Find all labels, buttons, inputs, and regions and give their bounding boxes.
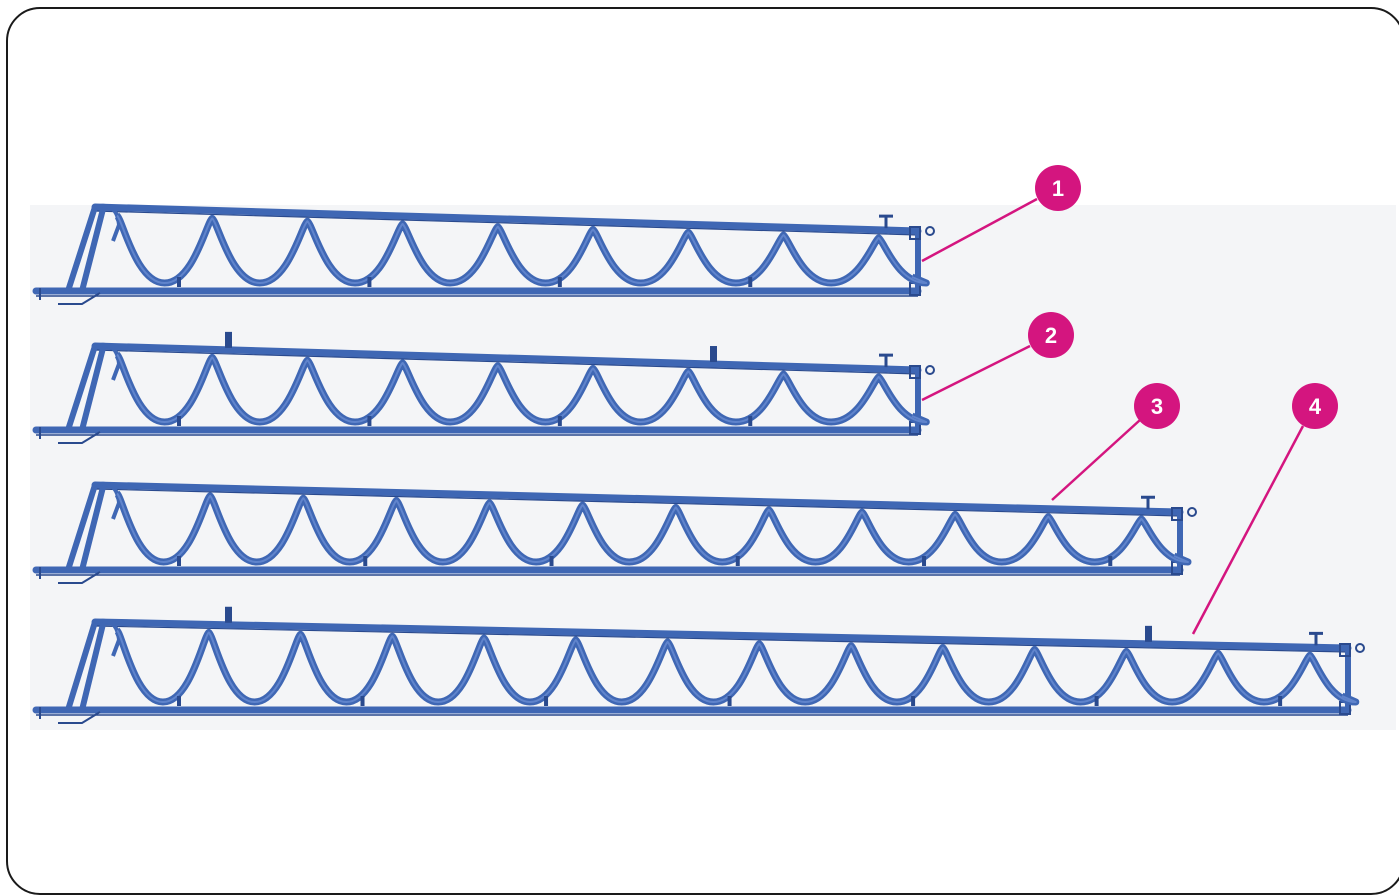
right-eye <box>1355 643 1365 653</box>
rail-stud <box>1094 696 1099 706</box>
left-end-frame <box>65 343 106 433</box>
rail-stud <box>922 556 927 566</box>
leader-line-3 <box>1051 419 1141 501</box>
top-rail <box>91 618 1352 652</box>
background-band <box>30 205 1396 730</box>
leader-line-1 <box>921 197 1038 263</box>
rail-stud <box>367 277 372 287</box>
rail-stud <box>748 277 753 287</box>
left-end-frame <box>65 204 106 294</box>
rail-stud <box>177 416 181 426</box>
rail-stud <box>1278 696 1283 706</box>
callout-1-circle <box>1035 165 1081 211</box>
rail-stud <box>367 416 372 426</box>
callout-3-circle <box>1134 383 1180 429</box>
t-bracket <box>879 214 893 229</box>
rail-stud <box>748 416 753 426</box>
callout-leaders <box>921 197 1305 635</box>
top-rail <box>91 342 922 374</box>
top-fitting <box>225 606 232 623</box>
left-end-frame <box>65 482 106 573</box>
right-eye <box>925 365 935 375</box>
foot-bracket <box>39 427 101 444</box>
right-end-cap <box>1171 507 1183 521</box>
rail-stud <box>544 696 549 706</box>
callout-3-label: 3 <box>1151 394 1163 419</box>
rail-stud <box>1108 556 1113 566</box>
top-fitting <box>225 331 232 348</box>
rail-stud <box>363 556 368 566</box>
callout-2-label: 2 <box>1045 323 1057 348</box>
top-rail-edge <box>94 210 919 236</box>
t-bracket <box>879 353 893 368</box>
foot-bracket <box>39 288 101 305</box>
right-eye <box>1187 507 1197 517</box>
right-eye <box>925 226 935 236</box>
top-fitting <box>1145 625 1152 642</box>
callout-3: 3 <box>1134 383 1180 429</box>
truss-wave-highlight <box>116 214 928 284</box>
left-end-frame <box>65 619 106 713</box>
right-end-cap <box>1339 643 1351 657</box>
callout-1: 1 <box>1035 165 1081 211</box>
callouts: 1 2 3 4 <box>1028 165 1338 429</box>
top-rail-edge <box>94 625 1349 653</box>
leader-line-2 <box>921 344 1031 402</box>
truss-wave-highlight <box>116 492 1189 563</box>
right-end-cap <box>909 365 921 379</box>
rail-stud <box>177 277 181 287</box>
top-rail <box>91 203 922 235</box>
truss-wave-highlight <box>116 353 928 423</box>
truss-section-3 <box>32 481 1197 584</box>
top-rail <box>91 481 1184 516</box>
right-end-cap <box>909 226 921 240</box>
callout-4-circle <box>1292 383 1338 429</box>
truss-sections <box>32 203 1365 724</box>
rail-stud <box>360 696 365 706</box>
callout-4-label: 4 <box>1309 394 1322 419</box>
rail-stud <box>177 556 181 566</box>
rail-stud <box>177 696 181 706</box>
truss-section-4 <box>32 606 1365 724</box>
top-rail-edge <box>94 488 1181 517</box>
callout-1-label: 1 <box>1052 176 1064 201</box>
callout-2-circle <box>1028 312 1074 358</box>
rail-stud <box>727 696 732 706</box>
rail-stud <box>557 277 562 287</box>
rail-stud <box>735 556 740 566</box>
rail-stud <box>911 696 916 706</box>
t-bracket <box>1141 495 1155 510</box>
foot-bracket <box>39 707 101 724</box>
callout-4: 4 <box>1292 383 1338 429</box>
foot-bracket <box>39 567 101 584</box>
t-bracket <box>1309 631 1323 646</box>
rail-stud <box>549 556 554 566</box>
top-rail-edge <box>94 349 919 375</box>
leader-line-4 <box>1191 425 1305 635</box>
callout-2: 2 <box>1028 312 1074 358</box>
top-fitting <box>710 346 717 363</box>
truss-section-2 <box>32 331 935 444</box>
truss-section-1 <box>32 203 935 305</box>
rail-stud <box>557 416 562 426</box>
